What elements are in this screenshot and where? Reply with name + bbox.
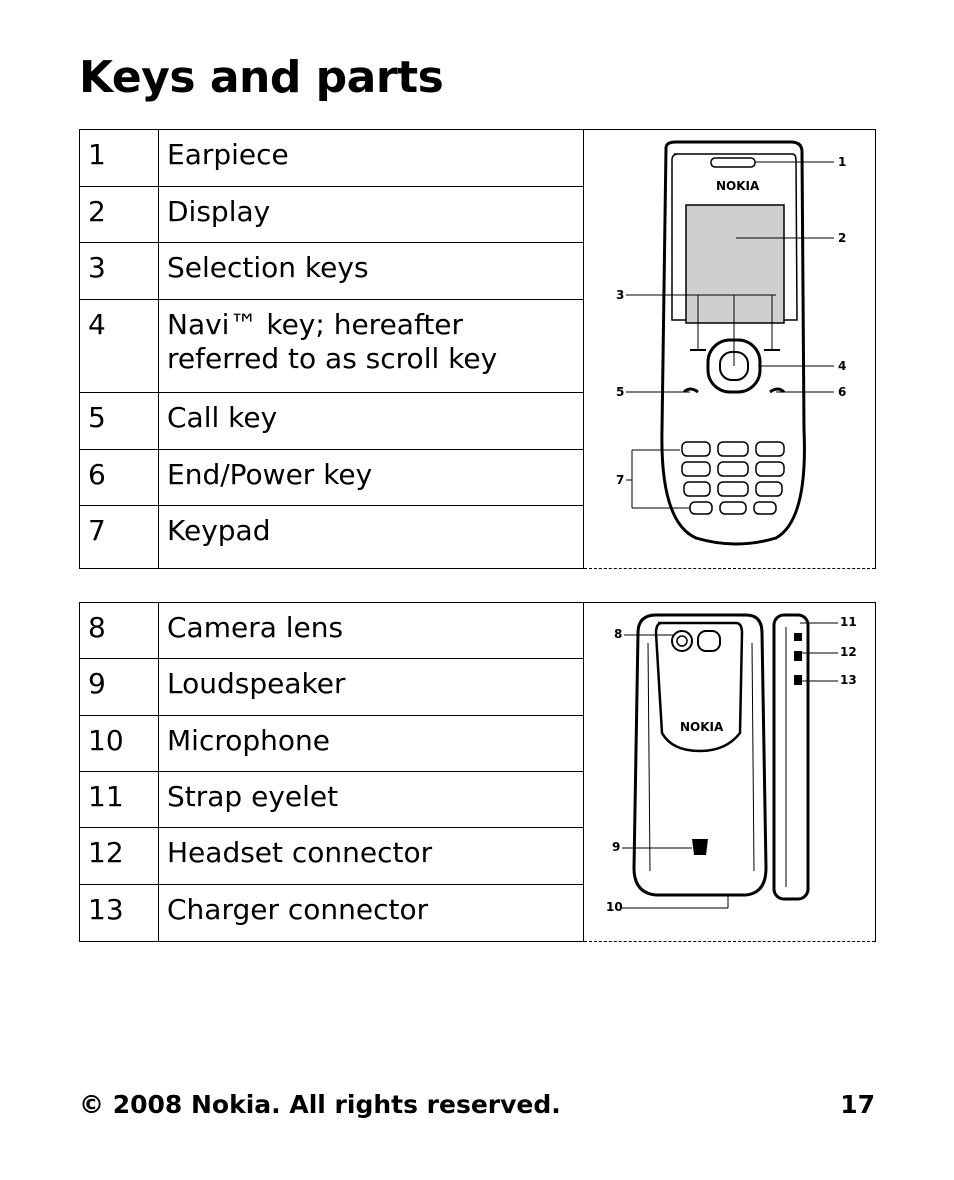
part-label: Call key: [158, 391, 584, 450]
part-label: Camera lens: [158, 601, 584, 660]
front-phone-illustration: NOKIA: [583, 129, 876, 569]
svg-text:9: 9: [612, 840, 620, 854]
part-label: Strap eyelet: [158, 770, 584, 829]
part-label: Headset connector: [158, 827, 584, 885]
table-row: 4 Navi™ key; hereafter referred to as sc…: [79, 298, 876, 393]
part-number: 8: [79, 601, 159, 660]
table-row: 13 Charger connector: [79, 883, 876, 943]
table-row: 8 Camera lens NOKIA: [79, 601, 876, 942]
svg-text:11: 11: [840, 615, 857, 629]
svg-text:12: 12: [840, 645, 857, 659]
table-row: 10 Microphone: [79, 714, 876, 772]
part-number: 3: [79, 242, 159, 300]
svg-text:8: 8: [614, 627, 622, 641]
table-row: 1 Earpiece NOKIA: [79, 129, 876, 569]
part-number: 4: [79, 298, 159, 393]
part-number: 13: [79, 883, 159, 943]
table-row: 9 Loudspeaker: [79, 658, 876, 716]
svg-text:3: 3: [616, 288, 624, 302]
svg-text:2: 2: [838, 231, 846, 245]
back-phone-diagram: NOKIA: [606, 613, 857, 914]
part-label: End/Power key: [158, 448, 584, 507]
svg-text:1: 1: [838, 155, 846, 169]
table-row: 3 Selection keys: [79, 242, 876, 300]
front-brand-logo: NOKIA: [716, 179, 760, 193]
part-label: Keypad: [158, 505, 584, 569]
part-number: 9: [79, 658, 159, 716]
back-brand-logo: NOKIA: [680, 720, 724, 734]
svg-text:5: 5: [616, 385, 624, 399]
table-row: 5 Call key: [79, 391, 876, 450]
part-label: Display: [158, 185, 584, 244]
svg-text:7: 7: [616, 473, 624, 487]
part-label: Charger connector: [158, 883, 584, 943]
part-label: Selection keys: [158, 242, 584, 300]
svg-text:4: 4: [838, 359, 846, 373]
part-number: 10: [79, 714, 159, 772]
page-title: Keys and parts: [79, 52, 444, 103]
part-number: 6: [79, 448, 159, 507]
front-phone-diagram: NOKIA: [616, 140, 846, 546]
table-row: 2 Display: [79, 185, 876, 244]
svg-text:13: 13: [840, 673, 857, 687]
part-number: 7: [79, 505, 159, 569]
part-number: 1: [79, 129, 159, 187]
svg-text:6: 6: [838, 385, 846, 399]
table-row: 11 Strap eyelet: [79, 770, 876, 829]
front-parts-table: 1 Earpiece NOKIA: [79, 129, 876, 569]
part-label: Microphone: [158, 714, 584, 772]
part-number: 11: [79, 770, 159, 829]
part-label: Loudspeaker: [158, 658, 584, 716]
copyright-notice: © 2008 Nokia. All rights reserved.: [79, 1090, 561, 1119]
back-phone-illustration: NOKIA: [583, 602, 876, 942]
part-number: 2: [79, 185, 159, 244]
part-label: Earpiece: [158, 129, 584, 187]
page-number: 17: [840, 1090, 875, 1119]
table-row: 7 Keypad: [79, 505, 876, 569]
back-parts-table: 8 Camera lens NOKIA: [79, 601, 876, 943]
part-number: 12: [79, 827, 159, 885]
table-row: 12 Headset connector: [79, 827, 876, 885]
part-label: Navi™ key; hereafter referred to as scro…: [158, 298, 584, 393]
part-number: 5: [79, 391, 159, 450]
svg-text:10: 10: [606, 900, 623, 914]
